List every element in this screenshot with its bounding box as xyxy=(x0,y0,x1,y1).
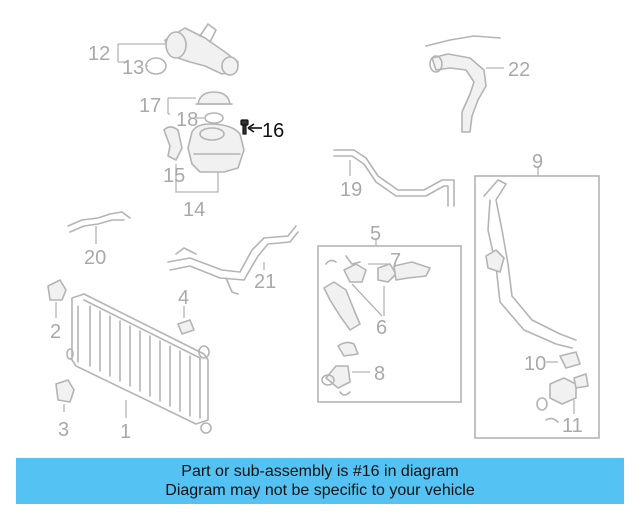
callout-14: 14 xyxy=(183,199,205,221)
hose-assembly-5 xyxy=(321,255,431,396)
lower-hose-9 xyxy=(483,179,577,349)
callout-10: 10 xyxy=(524,353,546,375)
banner-line-part: Part or sub-assembly is #16 in diagram xyxy=(181,463,459,480)
screw-part-16 xyxy=(240,119,249,135)
connector-11 xyxy=(536,373,589,423)
radiator-mount-2 xyxy=(47,279,67,301)
callout-4: 4 xyxy=(178,287,189,309)
reservoir-cap xyxy=(195,91,233,105)
expansion-tank xyxy=(187,123,245,173)
callout-6: 6 xyxy=(376,317,387,339)
callout-1: 1 xyxy=(120,421,131,443)
callout-9: 9 xyxy=(532,151,543,173)
callout-8: 8 xyxy=(374,363,385,385)
callout-5: 5 xyxy=(370,223,381,245)
cap-seal xyxy=(204,112,224,124)
small-hose-20 xyxy=(67,211,131,233)
banner-line-disclaimer: Diagram may not be specific to your vehi… xyxy=(165,482,475,499)
callout-13: 13 xyxy=(122,57,144,79)
callout-15: 15 xyxy=(163,165,185,187)
callout-20: 20 xyxy=(84,247,106,269)
radiator-mount-3 xyxy=(55,379,75,403)
info-banner: Part or sub-assembly is #16 in diagram D… xyxy=(16,458,624,504)
tank-hose xyxy=(163,126,183,161)
group-box-9 xyxy=(474,175,600,439)
callout-21: 21 xyxy=(254,271,276,293)
callout-16: 16 xyxy=(262,120,284,142)
callout-18: 18 xyxy=(176,109,198,131)
radiator-1 xyxy=(66,293,212,434)
callout-22: 22 xyxy=(508,59,530,81)
outlet-flange-10 xyxy=(559,351,581,369)
thermostat-gasket xyxy=(145,57,167,75)
callout-2: 2 xyxy=(50,321,61,343)
coolant-pipe-19 xyxy=(333,149,455,207)
callout-17: 17 xyxy=(139,95,161,117)
callout-11: 11 xyxy=(562,415,583,437)
sensor-4 xyxy=(177,319,195,335)
thermostat-housing xyxy=(164,23,239,76)
callout-19: 19 xyxy=(340,179,362,201)
group-box-5 xyxy=(317,245,462,403)
callout-7: 7 xyxy=(390,250,401,272)
upper-hose xyxy=(425,35,501,133)
callout-12: 12 xyxy=(88,43,110,65)
parts-diagram: 12 13 17 18 15 14 16 22 19 xyxy=(47,23,600,443)
coolant-pipe-21 xyxy=(167,225,299,295)
callout-3: 3 xyxy=(58,419,69,441)
